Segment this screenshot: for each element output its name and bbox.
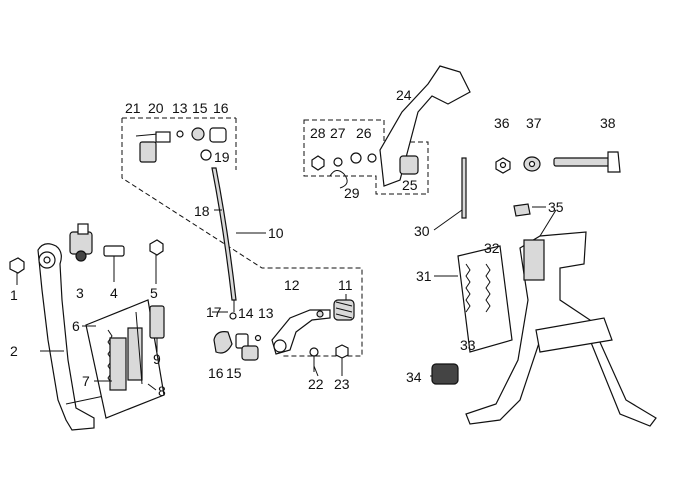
bottom-linkage-parts (213, 312, 262, 361)
label-15a: 15 (192, 100, 208, 116)
center-stand (465, 209, 657, 427)
label-7: 7 (82, 373, 90, 389)
part-labels: 1 2 3 4 5 6 7 8 9 10 11 12 13 13 14 15 1… (10, 87, 616, 399)
label-20: 20 (148, 100, 164, 116)
top-linkage-parts (135, 127, 227, 163)
label-31: 31 (416, 268, 432, 284)
rod-part-30 (461, 157, 467, 219)
label-5: 5 (150, 285, 158, 301)
switch-part-3 (69, 223, 93, 262)
label-36: 36 (494, 115, 510, 131)
label-9: 9 (153, 351, 161, 367)
label-4: 4 (110, 285, 118, 301)
brake-pedal-group (303, 65, 471, 195)
label-10: 10 (268, 225, 284, 241)
pad-part-9 (149, 305, 165, 339)
label-29: 29 (344, 185, 360, 201)
label-13a: 13 (172, 100, 188, 116)
spring-part-11 (333, 299, 355, 321)
bolt-part-1 (9, 257, 25, 285)
label-37: 37 (526, 115, 542, 131)
label-22: 22 (308, 376, 324, 392)
label-30: 30 (414, 223, 430, 239)
brake-linkage-group (121, 117, 363, 372)
label-1: 1 (10, 287, 18, 303)
brake-rod-part-18 (211, 167, 237, 312)
label-21: 21 (125, 100, 141, 116)
spring-box (85, 299, 165, 419)
label-32: 32 (484, 240, 500, 256)
label-27: 27 (330, 125, 346, 141)
label-38: 38 (600, 115, 616, 131)
center-stand-spring-box (457, 245, 513, 353)
label-8: 8 (158, 383, 166, 399)
brake-lever-part-12 (271, 309, 331, 355)
label-14: 14 (238, 305, 254, 321)
label-17: 17 (206, 304, 222, 320)
nut-part-5 (149, 239, 164, 284)
pedal-pivot-parts (311, 152, 377, 189)
label-12: 12 (284, 277, 300, 293)
label-11: 11 (338, 277, 353, 293)
rubber-part-34 (431, 363, 459, 385)
label-13b: 13 (258, 305, 274, 321)
label-18: 18 (194, 203, 210, 219)
label-3: 3 (76, 285, 84, 301)
collar-part-4 (103, 245, 125, 282)
label-23: 23 (334, 376, 350, 392)
rubber-part-35 (513, 203, 531, 217)
washer-bolt-parts (309, 344, 349, 372)
label-24: 24 (396, 87, 412, 103)
label-16a: 16 (213, 100, 229, 116)
label-26: 26 (356, 125, 372, 141)
label-28: 28 (310, 125, 326, 141)
label-25: 25 (402, 177, 418, 193)
label-16b: 16 (208, 365, 224, 381)
label-35: 35 (548, 199, 564, 215)
label-15b: 15 (226, 365, 242, 381)
center-stand-pivot-parts (495, 151, 621, 174)
label-33: 33 (460, 337, 476, 353)
label-19: 19 (214, 149, 230, 165)
label-34: 34 (406, 369, 422, 385)
label-6: 6 (72, 318, 80, 334)
leader-lines (40, 206, 546, 391)
label-2: 2 (10, 343, 18, 359)
side-stand-group (9, 223, 165, 431)
